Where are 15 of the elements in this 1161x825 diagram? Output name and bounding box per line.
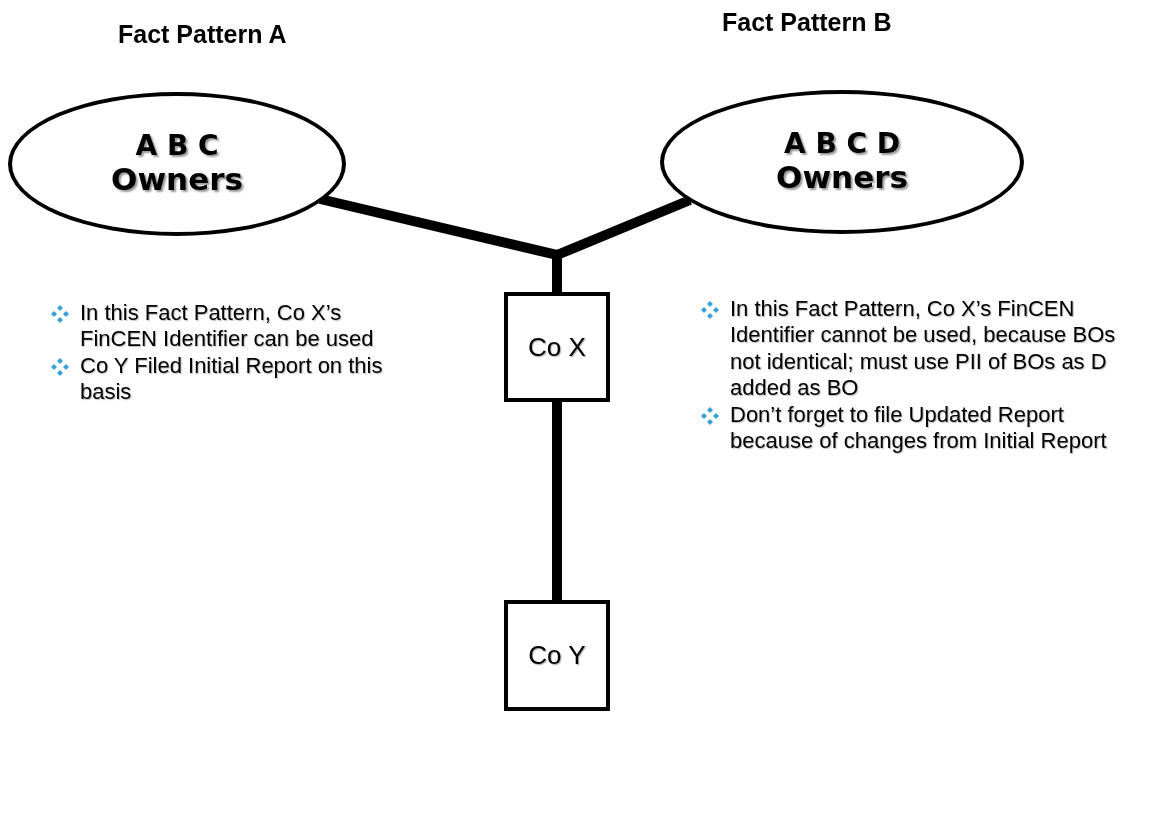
connector-line [552,402,562,600]
bullet-text: Co Y Filed Initial Report on this basis [80,352,384,406]
owner-letters: A B C [135,130,219,163]
heading: Fact Pattern B [722,8,892,37]
bullet-text: Don’t forget to file Updated Report because of changes from Initial Report [730,401,1108,455]
company-name: Co Y [528,640,586,671]
company-box [504,292,610,402]
owner-letters: A B C D [783,128,900,161]
company-box [504,600,610,711]
owners-label: Owners [776,160,908,196]
heading: Fact Pattern A [118,20,287,49]
company-name: Co X [528,331,586,363]
owners-label: Owners [111,162,243,198]
bullet-text: In this Fact Pattern, Co X’s FinCEN Identifier can be used [80,300,375,353]
bullet-text: In this Fact Pattern, Co X’s FinCEN Identifier cannot be used, because BOs not identical; must use PII of BOs as D added as BO [730,296,1117,402]
